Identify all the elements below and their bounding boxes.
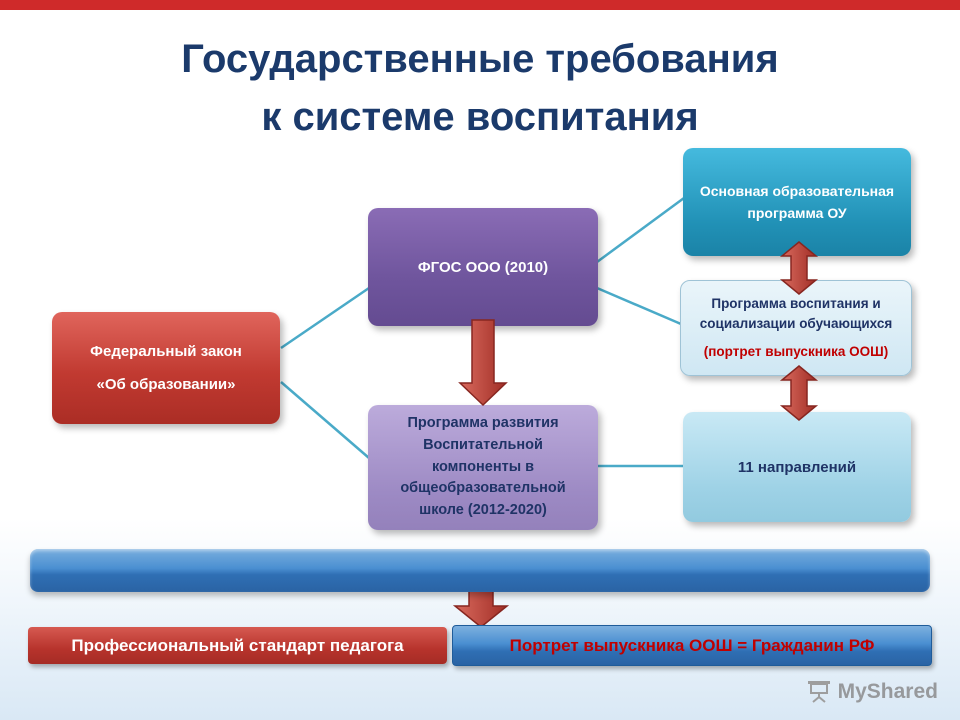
box-dev-program: Программа развития Воспитательной компон… [368, 405, 598, 530]
box-directions: 11 направлений [683, 412, 911, 522]
box-vosp-program: Программа воспитания и социализации обуч… [680, 280, 912, 376]
federal-law-line-1: Федеральный закон [90, 343, 242, 360]
directions-label: 11 направлений [737, 458, 857, 476]
title-line-2: к системе воспитания [261, 95, 699, 139]
band-down-arrow [452, 585, 510, 628]
myshared-watermark[interactable]: MyShared [807, 680, 938, 704]
vosp-program-sub: (портрет выпускника ООШ) [703, 343, 889, 359]
top-accent-bar [0, 0, 960, 10]
footer-portrait-label: Портрет выпускника ООШ = Гражданин РФ [509, 635, 875, 655]
vosp-program-main: Программа воспитания и социализации обуч… [699, 296, 893, 332]
blue-band [30, 549, 930, 592]
federal-law-line-2: «Об образовании» [96, 376, 236, 393]
footer-portrait-box: Портрет выпускника ООШ = Гражданин РФ [452, 625, 932, 666]
box-fgos: ФГОС ООО (2010) [368, 208, 598, 326]
page-title: Государственные требования к системе вос… [0, 30, 960, 146]
fgos-to-dev-arrow [458, 319, 508, 407]
title-line-1: Государственные требования [181, 37, 779, 81]
dev-program-label: Программа развития Воспитательной компон… [400, 415, 566, 519]
footer-standard-label: Профессиональный стандарт педагога [71, 635, 404, 655]
footer-standard-box: Профессиональный стандарт педагога [28, 627, 447, 664]
box-federal-law: Федеральный закон «Об образовании» [52, 312, 280, 424]
watermark-label: MyShared [837, 680, 938, 703]
projector-screen-icon [807, 681, 830, 703]
oop-label: Основная образовательная программа ОУ [699, 182, 895, 221]
box-oop: Основная образовательная программа ОУ [683, 148, 911, 256]
fgos-label: ФГОС ООО (2010) [417, 258, 549, 276]
